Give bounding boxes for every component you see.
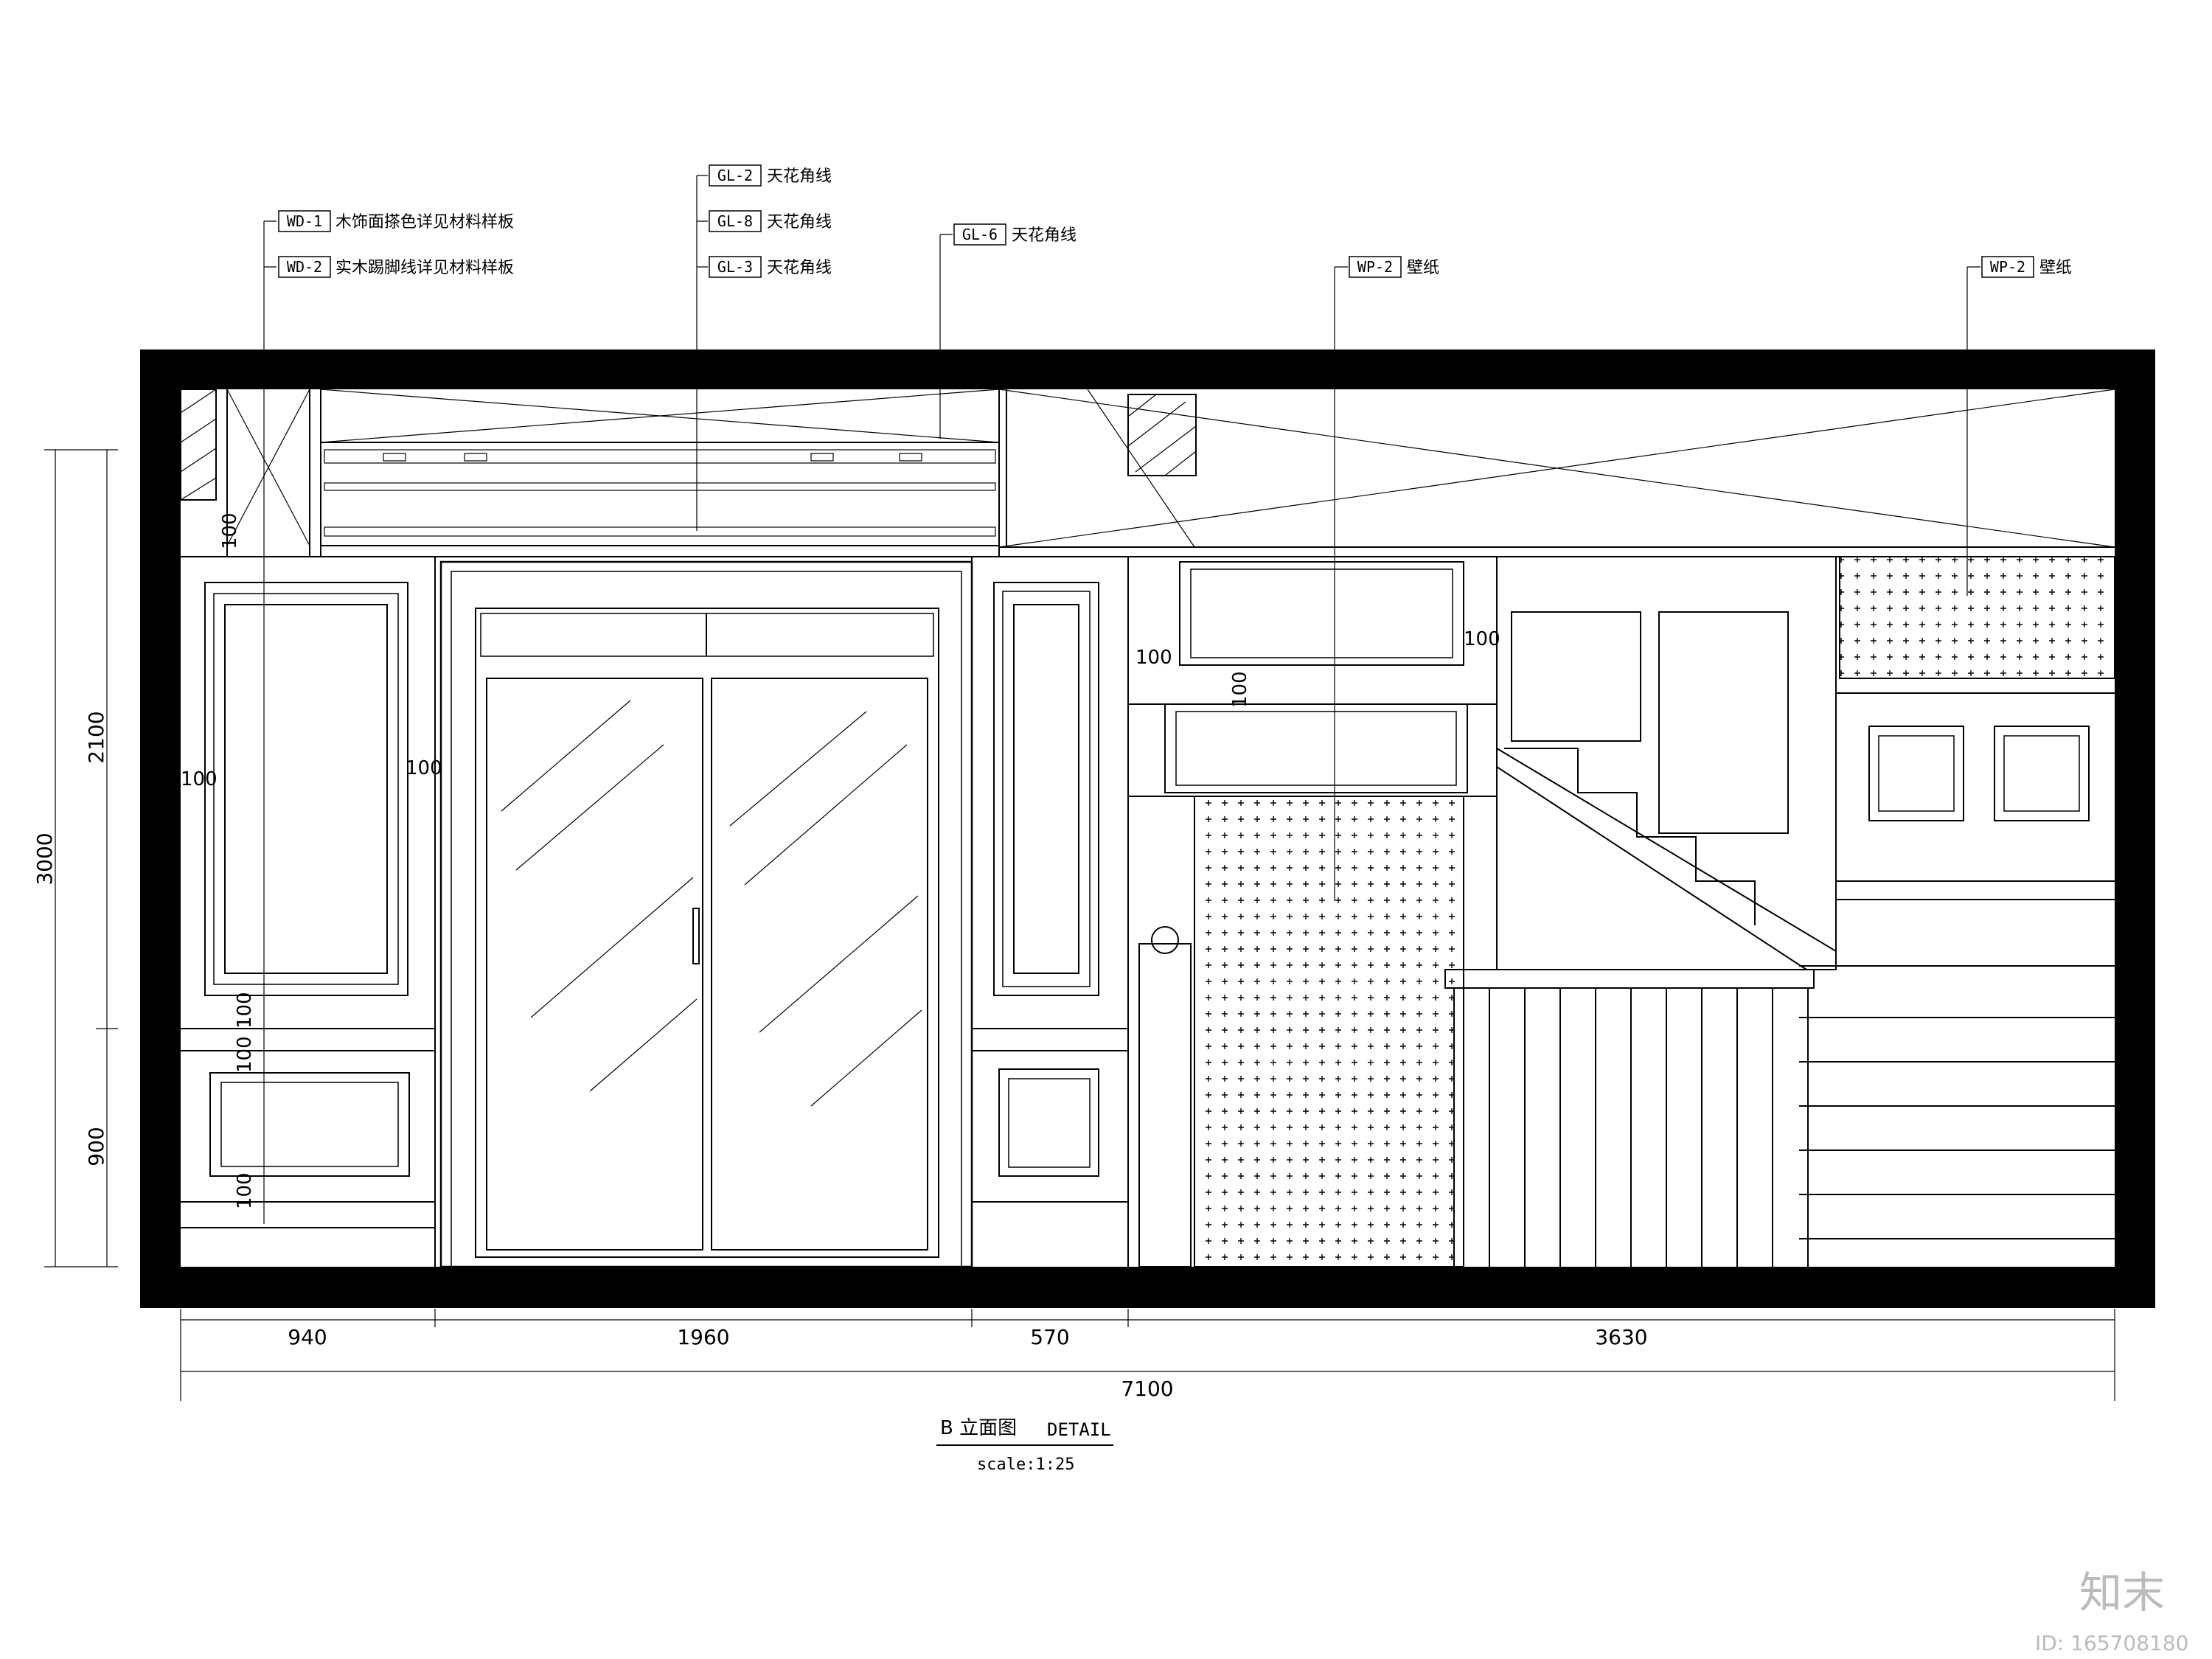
callout-tag: WD-2 xyxy=(287,258,322,276)
callout-tag: WP-2 xyxy=(1357,258,1393,276)
inner-dim-label: 100 xyxy=(181,768,218,790)
callout-text: 实木踢脚线详见材料样板 xyxy=(335,259,514,277)
callout: WD-1 木饰面搽色详见材料样板 xyxy=(278,210,514,232)
callout-text: 木饰面搽色详见材料样板 xyxy=(335,213,514,232)
cornice-block xyxy=(320,442,1000,546)
handrail xyxy=(1444,969,1815,989)
dim-2100: 2100 xyxy=(84,711,108,763)
left-wall-panels xyxy=(181,557,436,1267)
door-handle[interactable] xyxy=(692,908,700,964)
callout-tag: GL-2 xyxy=(717,167,753,184)
callout-tag: GL-3 xyxy=(717,258,753,276)
wallpaper-panel-right xyxy=(1839,556,2115,679)
drawing-scale: scale:1:25 xyxy=(977,1455,1074,1474)
wallpaper-panel-center xyxy=(1194,796,1464,1267)
left-dimensions: 2100 900 3000 xyxy=(32,449,118,1267)
inner-dim-label: 100 xyxy=(234,1036,256,1073)
dim-900: 900 xyxy=(84,1127,108,1166)
callout-tag: WD-1 xyxy=(287,212,322,230)
double-glass-door[interactable] xyxy=(439,560,973,1268)
dim-1960: 1960 xyxy=(677,1325,729,1349)
callout-text: 天花角线 xyxy=(767,167,832,186)
callout-tag: GL-6 xyxy=(962,226,998,243)
callout: GL-8 天花角线 xyxy=(709,210,832,232)
dim-total: 7100 xyxy=(1121,1377,1173,1401)
callout: WP-2 壁纸 xyxy=(1349,256,1439,278)
inner-dim-label: 100 xyxy=(1464,628,1500,650)
inner-dimensions: 100 100 100 100 100 100 100 100 100 xyxy=(181,512,1500,1209)
dim-left-total: 3000 xyxy=(32,832,57,885)
hatch-column-right xyxy=(1127,394,1197,476)
callout: WP-2 壁纸 xyxy=(1981,256,2072,278)
ceiling-band xyxy=(180,389,2115,557)
callout: GL-6 天花角线 xyxy=(953,223,1077,246)
title-block: B 立面图 DETAIL scale:1:25 xyxy=(936,1417,1113,1474)
inner-dim-label: 100 xyxy=(219,512,241,549)
dim-570: 570 xyxy=(1030,1325,1069,1349)
drawing-title: B 立面图 xyxy=(940,1417,1017,1439)
balusters xyxy=(1453,988,1809,1267)
newel-post xyxy=(1138,943,1192,1267)
bottom-dimensions: 940 1960 570 3630 7100 xyxy=(180,1309,2115,1401)
callout-text: 天花角线 xyxy=(767,213,832,232)
hatch-column-left xyxy=(180,389,217,501)
watermark-id: ID: 165708180 xyxy=(2035,1631,2188,1655)
leader-lines xyxy=(263,175,1980,1224)
inner-dim-label: 100 xyxy=(234,1172,256,1209)
drawing-subtitle: DETAIL xyxy=(1047,1419,1111,1440)
inner-dim-label: 100 xyxy=(1135,647,1172,669)
callout: WD-2 实木踢脚线详见材料样板 xyxy=(278,256,514,278)
callout-text: 壁纸 xyxy=(1407,259,1439,277)
frame-border xyxy=(140,349,2155,1308)
callout-text: 天花角线 xyxy=(767,259,832,277)
watermark: 知末 ID: 165708180 xyxy=(2035,1568,2188,1655)
staircase-area xyxy=(1128,556,2115,1267)
watermark-logo: 知末 xyxy=(2079,1568,2165,1618)
inner-dim-label: 100 xyxy=(234,992,256,1029)
callout-tag: GL-8 xyxy=(717,212,753,230)
callout-text: 壁纸 xyxy=(2039,259,2072,277)
callout: GL-3 天花角线 xyxy=(709,256,832,278)
middle-narrow-panel xyxy=(971,557,1129,1267)
inner-dim-label: 100 xyxy=(406,757,442,779)
callout: GL-2 天花角线 xyxy=(709,164,832,187)
dim-3630: 3630 xyxy=(1595,1325,1647,1349)
inner-dim-label: 100 xyxy=(1229,671,1251,708)
callout-list: WD-1 木饰面搽色详见材料样板 WD-2 实木踢脚线详见材料样板 GL-2 天… xyxy=(278,164,2072,278)
callout-tag: WP-2 xyxy=(1990,258,2025,276)
callout-text: 天花角线 xyxy=(1012,226,1077,245)
dim-940: 940 xyxy=(288,1325,327,1349)
